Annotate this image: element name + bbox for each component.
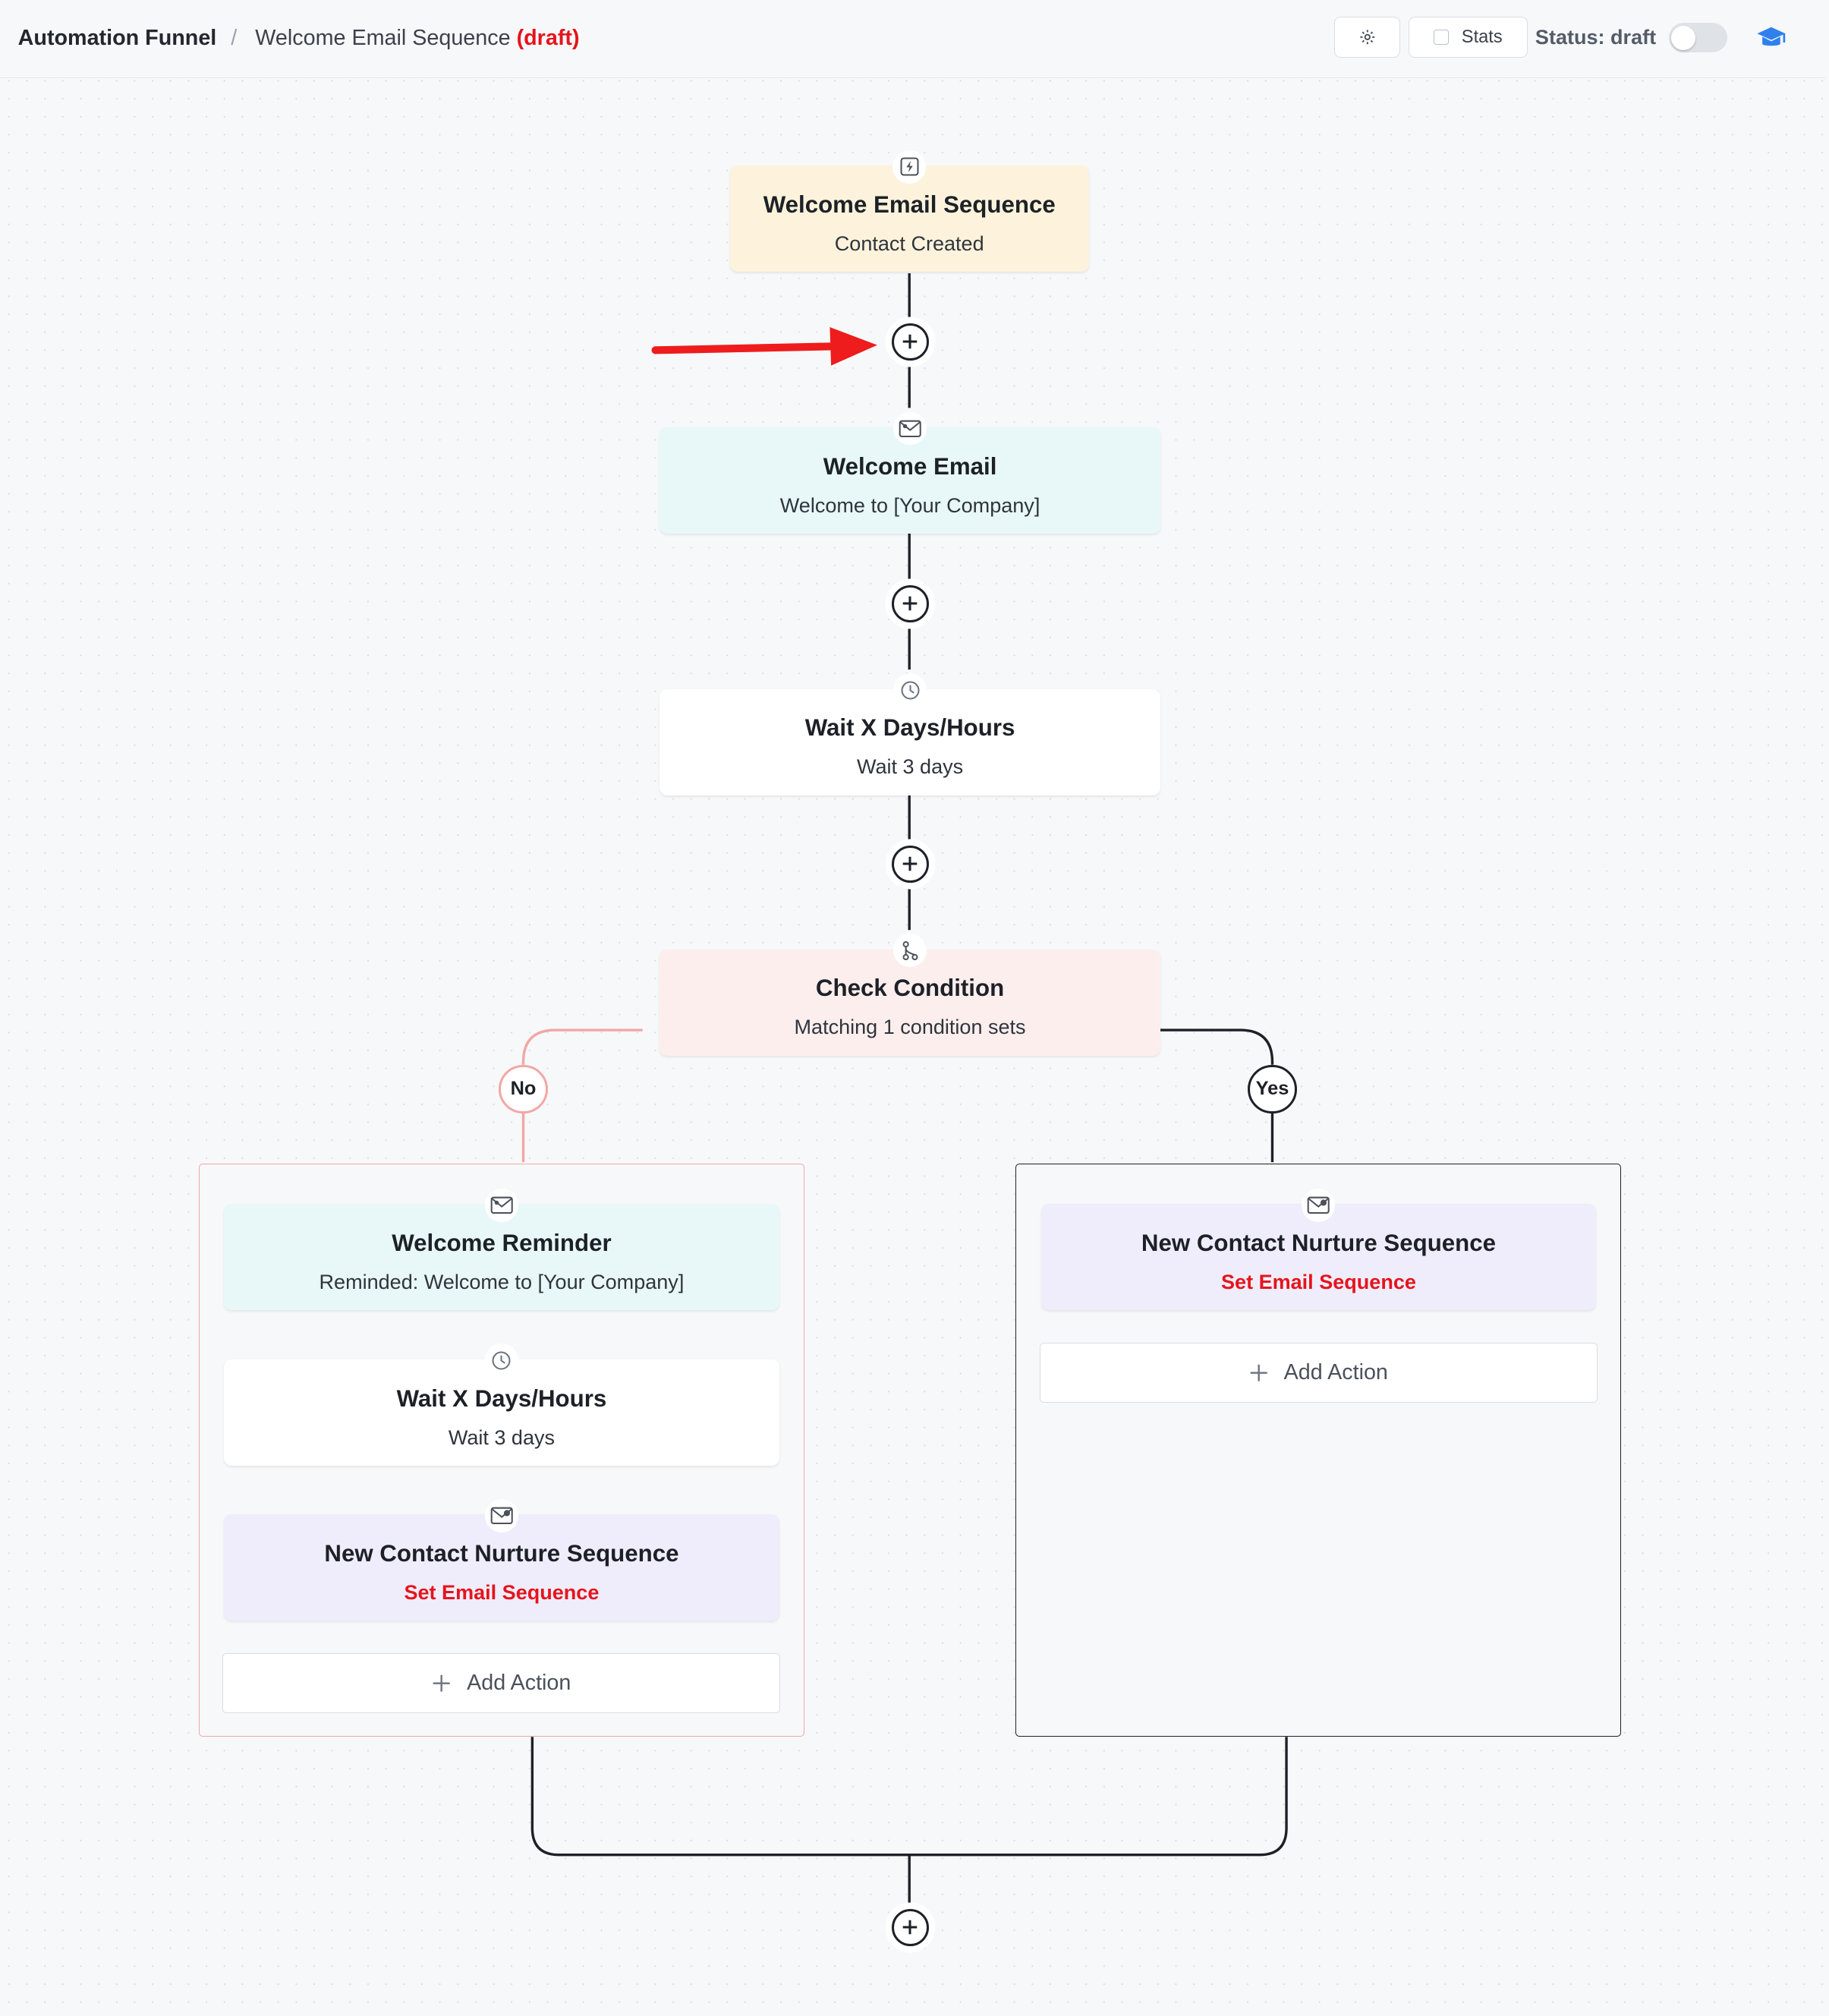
no-sequence-title: New Contact Nurture Sequence xyxy=(324,1539,679,1567)
trigger-node[interactable]: Welcome Email Sequence Contact Created xyxy=(729,150,1089,272)
draft-badge: (draft) xyxy=(516,25,580,50)
reminder-title: Welcome Reminder xyxy=(392,1230,612,1256)
plus-icon xyxy=(902,1920,918,1935)
add-action-label: Add Action xyxy=(467,1670,571,1695)
condition-title: Check Condition xyxy=(815,975,1005,1002)
reminder-subtitle: Reminded: Welcome to [Your Company] xyxy=(319,1271,685,1294)
sequence-badge xyxy=(484,1498,518,1532)
condition-subtitle: Matching 1 condition sets xyxy=(794,1016,1026,1039)
welcome-email-node[interactable]: Welcome Email Welcome to [Your Company] xyxy=(659,411,1161,534)
yes-branch-sequence-node[interactable]: New Contact Nurture Sequence Set Email S… xyxy=(1040,1188,1597,1311)
condition-badge xyxy=(893,934,927,968)
page-title-text: Welcome Email Sequence xyxy=(255,25,511,50)
add-step-button-final[interactable] xyxy=(891,1908,929,1946)
stats-checkbox[interactable] xyxy=(1433,29,1449,46)
stats-label: Stats xyxy=(1461,27,1503,47)
add-step-button-1[interactable] xyxy=(891,323,929,361)
plus-icon xyxy=(902,856,918,871)
wait-title: Wait X Days/Hours xyxy=(804,714,1015,742)
stats-button[interactable]: Stats xyxy=(1408,16,1528,58)
add-action-label: Add Action xyxy=(1283,1359,1388,1384)
check-condition-node[interactable]: Check Condition Matching 1 condition set… xyxy=(659,934,1161,1056)
no-branch-add-action-button[interactable]: Add Action xyxy=(222,1652,781,1714)
no-branch-wait-node[interactable]: Wait X Days/Hours Wait 3 days xyxy=(224,1343,779,1466)
trigger-subtitle: Contact Created xyxy=(834,232,984,255)
clock-icon xyxy=(492,1351,511,1370)
plus-icon xyxy=(902,596,918,611)
settings-button[interactable] xyxy=(1333,16,1401,58)
no-wait-title: Wait X Days/Hours xyxy=(396,1384,607,1412)
add-step-button-3[interactable] xyxy=(891,845,929,883)
email-sequence-icon xyxy=(1307,1196,1330,1214)
branch-icon xyxy=(902,940,918,960)
wait-badge xyxy=(893,673,927,707)
wait-subtitle: Wait 3 days xyxy=(856,755,964,779)
wait-badge xyxy=(484,1343,518,1378)
yes-sequence-subtitle: Set Email Sequence xyxy=(1221,1271,1416,1294)
welcome-email-title: Welcome Email xyxy=(823,452,997,480)
status-label: Status: draft xyxy=(1535,25,1657,49)
sequence-badge xyxy=(1302,1188,1336,1222)
status-toggle[interactable] xyxy=(1668,23,1728,53)
plus-icon xyxy=(902,335,918,349)
wait-node[interactable]: Wait X Days/Hours Wait 3 days xyxy=(659,673,1161,795)
plus-icon xyxy=(1250,1364,1267,1381)
clock-icon xyxy=(901,681,920,700)
trigger-title: Welcome Email Sequence xyxy=(763,191,1056,218)
no-branch-sequence-node[interactable]: New Contact Nurture Sequence Set Email S… xyxy=(224,1498,779,1621)
email-icon xyxy=(899,420,921,437)
email-badge xyxy=(893,411,927,446)
email-icon xyxy=(490,1196,513,1214)
top-bar: Automation Funnel / Welcome Email Sequen… xyxy=(0,0,1825,79)
no-sequence-subtitle: Set Email Sequence xyxy=(404,1581,600,1605)
breadcrumb-separator: / xyxy=(231,25,238,50)
welcome-reminder-node[interactable]: Welcome Reminder Reminded: Welcome to [Y… xyxy=(224,1188,779,1311)
lightning-icon xyxy=(900,157,919,176)
yes-branch-container: New Contact Nurture Sequence Set Email S… xyxy=(1015,1163,1622,1737)
yes-branch-add-action-button[interactable]: Add Action xyxy=(1039,1342,1598,1403)
gear-icon xyxy=(1360,30,1374,45)
graduation-cap-icon[interactable] xyxy=(1755,22,1788,55)
email-badge xyxy=(484,1188,518,1222)
yes-sequence-title: New Contact Nurture Sequence xyxy=(1141,1230,1497,1256)
toggle-knob xyxy=(1671,25,1696,50)
plus-icon xyxy=(433,1674,451,1692)
breadcrumb-root[interactable]: Automation Funnel xyxy=(17,25,217,50)
no-branch-container: Welcome Reminder Reminded: Welcome to [Y… xyxy=(198,1163,804,1737)
trigger-badge xyxy=(892,150,927,184)
email-sequence-icon xyxy=(490,1507,513,1525)
page-title: Welcome Email Sequence (draft) xyxy=(255,26,579,51)
no-branch-label: No xyxy=(499,1064,548,1114)
yes-branch-label: Yes xyxy=(1248,1064,1297,1114)
add-step-button-2[interactable] xyxy=(891,584,929,622)
no-wait-subtitle: Wait 3 days xyxy=(448,1425,556,1449)
welcome-email-subtitle: Welcome to [Your Company] xyxy=(779,493,1040,517)
